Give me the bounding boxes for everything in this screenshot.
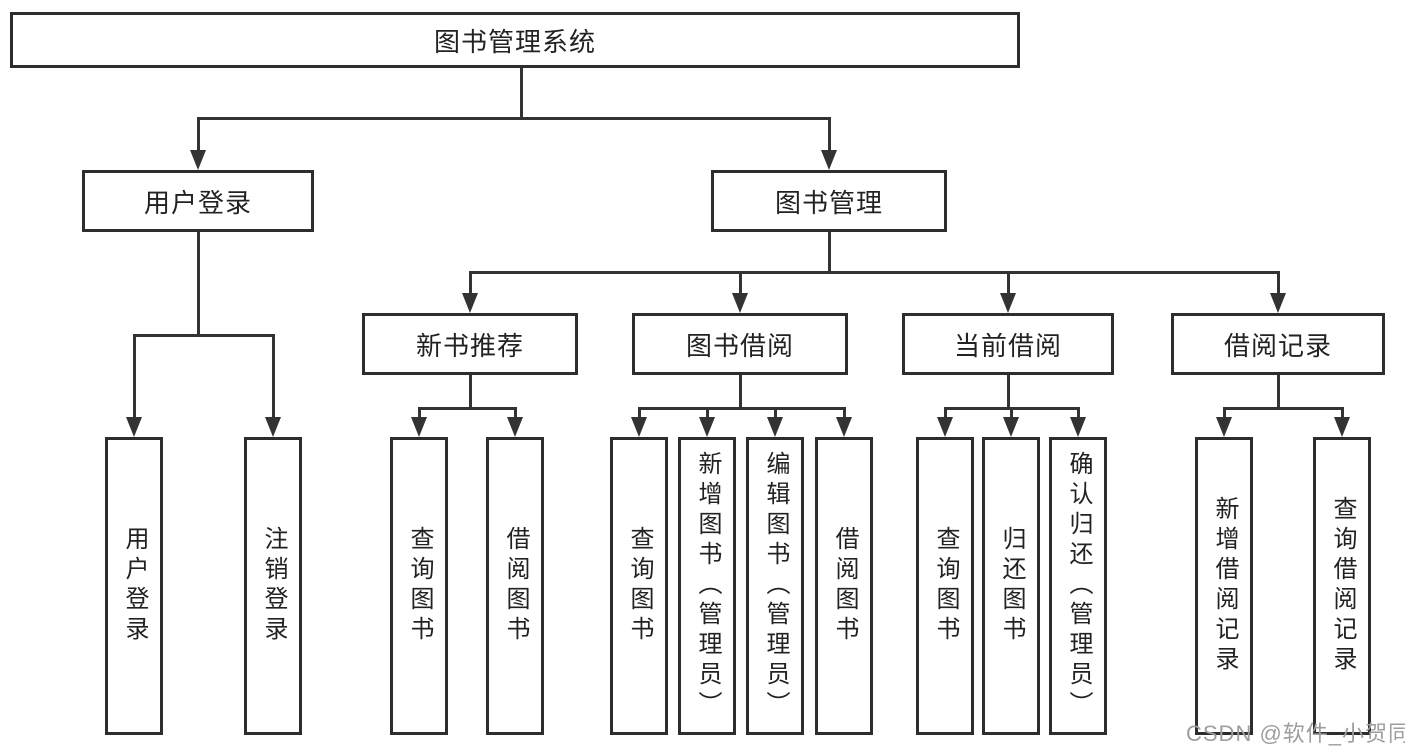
connector-current-borrowing-stem xyxy=(1007,375,1010,408)
arrow-down-icon xyxy=(1000,293,1016,313)
arrow-down-icon xyxy=(937,417,953,437)
leaf-query-books-recommend: 查询图书 xyxy=(390,437,448,735)
node-new-book-recommend: 新书推荐 xyxy=(362,313,578,375)
arrow-down-icon xyxy=(631,417,647,437)
leaf-query-borrow-record-label: 查询借阅记录 xyxy=(1329,496,1356,676)
csdn-watermark: CSDN @软件_小贺同学 xyxy=(1186,721,1405,746)
drop-leaf-logout xyxy=(272,335,275,419)
drop-leaf-query-borrow-record xyxy=(1341,408,1344,419)
leaf-query-books-current: 查询图书 xyxy=(916,437,974,735)
arrow-down-icon xyxy=(126,417,142,437)
drop-leaf-query-books-current xyxy=(944,408,947,419)
leaf-add-borrow-record-label: 新增借阅记录 xyxy=(1211,496,1238,676)
node-root: 图书管理系统 xyxy=(10,12,1020,68)
rail-book-borrowing-children xyxy=(638,407,846,410)
rail-level1 xyxy=(197,117,831,120)
arrow-down-icon xyxy=(265,417,281,437)
leaf-edit-books-admin: 编辑图书（管理员） xyxy=(746,437,804,735)
drop-new-book-recommend xyxy=(469,272,472,295)
rail-borrow-records-children xyxy=(1223,407,1344,410)
connector-book-borrowing-stem xyxy=(739,375,742,408)
drop-user-login xyxy=(197,118,200,152)
leaf-query-borrow-record: 查询借阅记录 xyxy=(1313,437,1371,735)
node-current-borrowing: 当前借阅 xyxy=(902,313,1114,375)
arrow-down-icon xyxy=(821,150,837,170)
leaf-query-books-current-label: 查询图书 xyxy=(932,526,959,646)
leaf-query-books-recommend-label: 查询图书 xyxy=(406,526,433,646)
node-borrow-records: 借阅记录 xyxy=(1171,313,1385,375)
leaf-borrow-books: 借阅图书 xyxy=(815,437,873,735)
leaf-return-books: 归还图书 xyxy=(982,437,1040,735)
leaf-borrow-books-recommend-label: 借阅图书 xyxy=(502,526,529,646)
arrow-down-icon xyxy=(462,293,478,313)
node-current-borrowing-label: 当前借阅 xyxy=(953,330,1062,361)
connector-new-book-recommend-stem xyxy=(469,375,472,408)
drop-leaf-user-login xyxy=(133,335,136,419)
leaf-query-books-borrowing: 查询图书 xyxy=(610,437,668,735)
node-book-management-label: 图书管理 xyxy=(774,187,883,218)
rail-user-login-children xyxy=(133,334,275,337)
leaf-logout: 注销登录 xyxy=(244,437,302,735)
drop-leaf-add-books-admin xyxy=(706,408,709,419)
leaf-confirm-return-admin-label: 确认归还（管理员） xyxy=(1065,451,1092,721)
leaf-query-books-borrowing-label: 查询图书 xyxy=(626,526,653,646)
rail-new-book-recommend-children xyxy=(418,407,517,410)
node-book-borrowing: 图书借阅 xyxy=(632,313,848,375)
arrow-down-icon xyxy=(411,417,427,437)
drop-borrow-records xyxy=(1277,272,1280,295)
arrow-down-icon xyxy=(732,293,748,313)
arrow-down-icon xyxy=(507,417,523,437)
arrow-down-icon xyxy=(1003,417,1019,437)
drop-leaf-add-borrow-record xyxy=(1223,408,1226,419)
leaf-add-books-admin: 新增图书（管理员） xyxy=(678,437,736,735)
leaf-add-borrow-record: 新增借阅记录 xyxy=(1195,437,1253,735)
node-root-label: 图书管理系统 xyxy=(433,26,596,57)
drop-leaf-borrow-books xyxy=(843,408,846,419)
leaf-return-books-label: 归还图书 xyxy=(998,526,1025,646)
arrow-down-icon xyxy=(836,417,852,437)
drop-book-borrowing xyxy=(739,272,742,295)
arrow-down-icon xyxy=(190,150,206,170)
drop-leaf-query-books-borrowing xyxy=(638,408,641,419)
node-new-book-recommend-label: 新书推荐 xyxy=(415,330,524,361)
drop-current-borrowing xyxy=(1007,272,1010,295)
connector-user-login-stem xyxy=(197,232,200,335)
connector-root-stem xyxy=(520,68,523,118)
node-user-login-label: 用户登录 xyxy=(143,187,252,218)
drop-leaf-confirm-return-admin xyxy=(1077,408,1080,419)
drop-leaf-borrow-books-recommend xyxy=(514,408,517,419)
drop-leaf-edit-books-admin xyxy=(774,408,777,419)
arrow-down-icon xyxy=(699,417,715,437)
arrow-down-icon xyxy=(1070,417,1086,437)
connector-book-management-stem xyxy=(828,232,831,272)
node-book-borrowing-label: 图书借阅 xyxy=(685,330,794,361)
drop-book-management xyxy=(828,118,831,152)
leaf-edit-books-admin-label: 编辑图书（管理员） xyxy=(762,451,789,721)
rail-book-management-children xyxy=(469,271,1280,274)
arrow-down-icon xyxy=(1270,293,1286,313)
node-book-management: 图书管理 xyxy=(711,170,947,232)
arrow-down-icon xyxy=(1216,417,1232,437)
arrow-down-icon xyxy=(767,417,783,437)
leaf-add-books-admin-label: 新增图书（管理员） xyxy=(694,451,721,721)
leaf-borrow-books-label: 借阅图书 xyxy=(831,526,858,646)
leaf-borrow-books-recommend: 借阅图书 xyxy=(486,437,544,735)
leaf-confirm-return-admin: 确认归还（管理员） xyxy=(1049,437,1107,735)
leaf-user-login-label: 用户登录 xyxy=(121,526,148,646)
drop-leaf-query-books-recommend xyxy=(418,408,421,419)
drop-leaf-return-books xyxy=(1010,408,1013,419)
node-user-login: 用户登录 xyxy=(82,170,314,232)
leaf-logout-label: 注销登录 xyxy=(260,526,287,646)
arrow-down-icon xyxy=(1334,417,1350,437)
connector-borrow-records-stem xyxy=(1277,375,1280,408)
leaf-user-login: 用户登录 xyxy=(105,437,163,735)
node-borrow-records-label: 借阅记录 xyxy=(1223,330,1332,361)
